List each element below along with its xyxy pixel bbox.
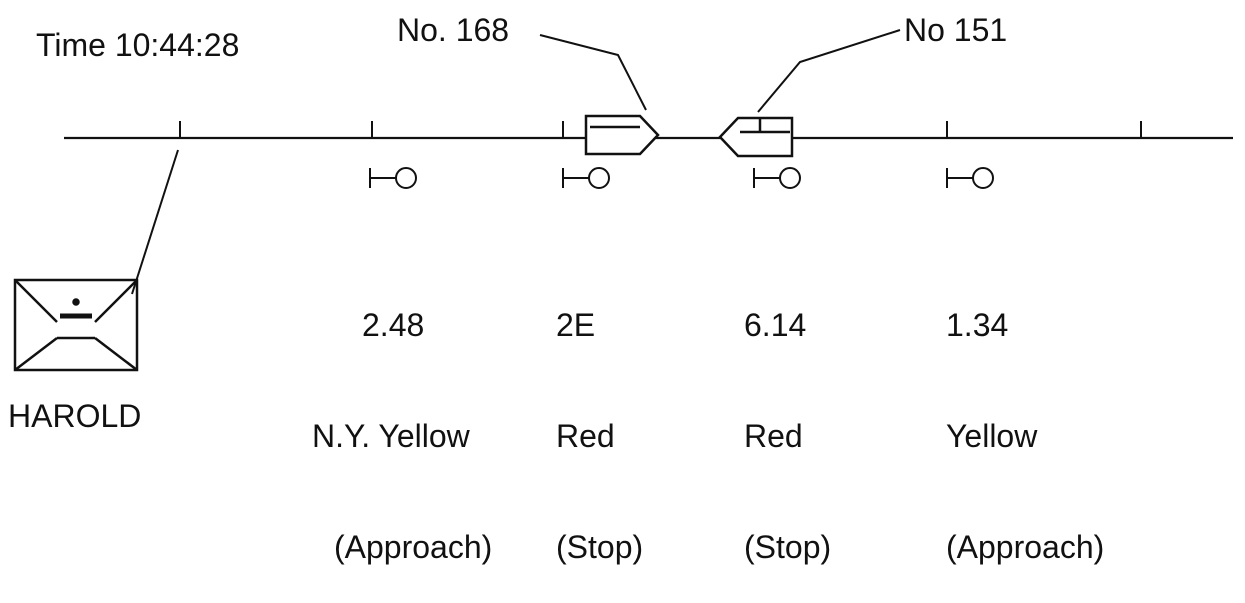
time-label: Time 10:44:28 [36, 27, 240, 63]
signal-id: 2E [556, 307, 596, 343]
signal-indication: (Approach) [946, 529, 1105, 565]
signal-aspect: Red [744, 418, 803, 454]
tower-leader-line [131, 149, 179, 295]
signal-indication: (Stop) [744, 529, 832, 565]
signal-label: 1.34 Yellow (Approach) [946, 233, 1104, 603]
train-151-callout-line [757, 29, 901, 113]
track-diagram [13, 29, 1233, 372]
signal-1-34-icon[interactable] [946, 167, 994, 189]
signal-aspect: Yellow [946, 418, 1038, 454]
train-151-icon[interactable] [718, 116, 794, 158]
signal-id: 2.48 [362, 307, 425, 343]
train-168-icon[interactable] [584, 114, 660, 156]
train-168-callout-line [539, 34, 647, 111]
signal-aspect: N.Y. Yellow [312, 418, 470, 454]
signal-6-14-icon[interactable] [753, 167, 801, 189]
train-number-label: No. 168 [397, 12, 510, 48]
signal-indication: (Approach) [334, 529, 493, 565]
signal-2e-icon[interactable] [562, 167, 610, 189]
signal-label: 2.48 N.Y. Yellow (Approach) [312, 233, 548, 603]
signal-label: 6.14 Red (Stop) [744, 233, 831, 603]
signal-id: 1.34 [946, 307, 1009, 343]
tower-name-label: HAROLD [8, 398, 142, 434]
signal-id: 6.14 [744, 307, 807, 343]
signal-2-48-icon[interactable] [369, 167, 417, 189]
interlocking-tower-icon[interactable] [13, 278, 139, 372]
signal-aspect: Red [556, 418, 615, 454]
signal-label: 2E Red (Stop) [556, 233, 643, 603]
milepost-ticks [179, 121, 1142, 138]
signal-indication: (Stop) [556, 529, 644, 565]
train-number-label: No 151 [904, 12, 1008, 48]
